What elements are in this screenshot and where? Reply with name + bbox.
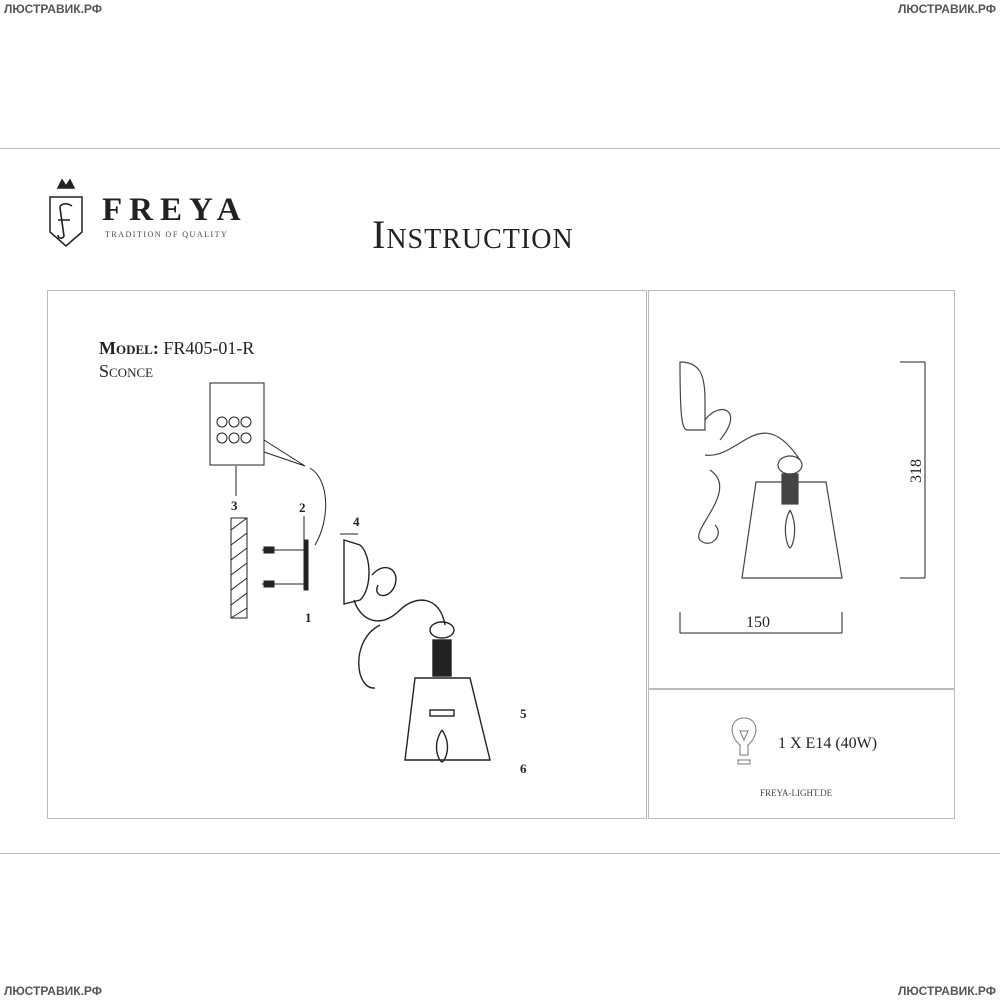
bulb-panel [648, 688, 955, 819]
height-dimension: 318 [908, 459, 925, 483]
brand-name: FREYA [102, 192, 248, 228]
product-type: Sconce [99, 361, 154, 381]
wall-hatch [230, 517, 248, 619]
callout-6: 6 [520, 761, 527, 776]
instruction-sheet-frame [0, 148, 1000, 854]
sconce-front-view [679, 361, 843, 579]
mounting-bracket [262, 516, 309, 591]
terminal-block [209, 382, 327, 546]
light-bulb-icon [731, 717, 757, 765]
watermark-top-left: ЛЮСТРАВИК.РФ [4, 2, 102, 16]
model-label: Model: [99, 338, 159, 358]
page-title: Instruction [372, 212, 574, 257]
callout-1: 1 [305, 610, 312, 625]
callout-3: 3 [231, 498, 238, 513]
website: FREYA-LIGHT.DE [760, 788, 833, 798]
watermark-top-right: ЛЮСТРАВИК.РФ [898, 2, 996, 16]
dimensions-panel [648, 290, 955, 690]
callout-4: 4 [353, 514, 360, 529]
sconce-side-view [343, 539, 491, 763]
watermark-bottom-left: ЛЮСТРАВИК.РФ [4, 984, 102, 998]
brand-tagline: TRADITION OF QUALITY [105, 230, 229, 239]
callout-5: 5 [520, 706, 527, 721]
logo-shield-icon [49, 178, 83, 247]
dimension-lines [679, 361, 926, 634]
callout-2: 2 [299, 500, 306, 515]
assembly-panel [47, 290, 647, 819]
width-dimension: 150 [746, 614, 770, 631]
watermark-bottom-right: ЛЮСТРАВИК.РФ [898, 984, 996, 998]
bulb-spec: 1 X E14 (40W) [778, 735, 878, 752]
model-line: Model: FR405-01-R [99, 338, 254, 358]
model-value: FR405-01-R [163, 338, 255, 358]
